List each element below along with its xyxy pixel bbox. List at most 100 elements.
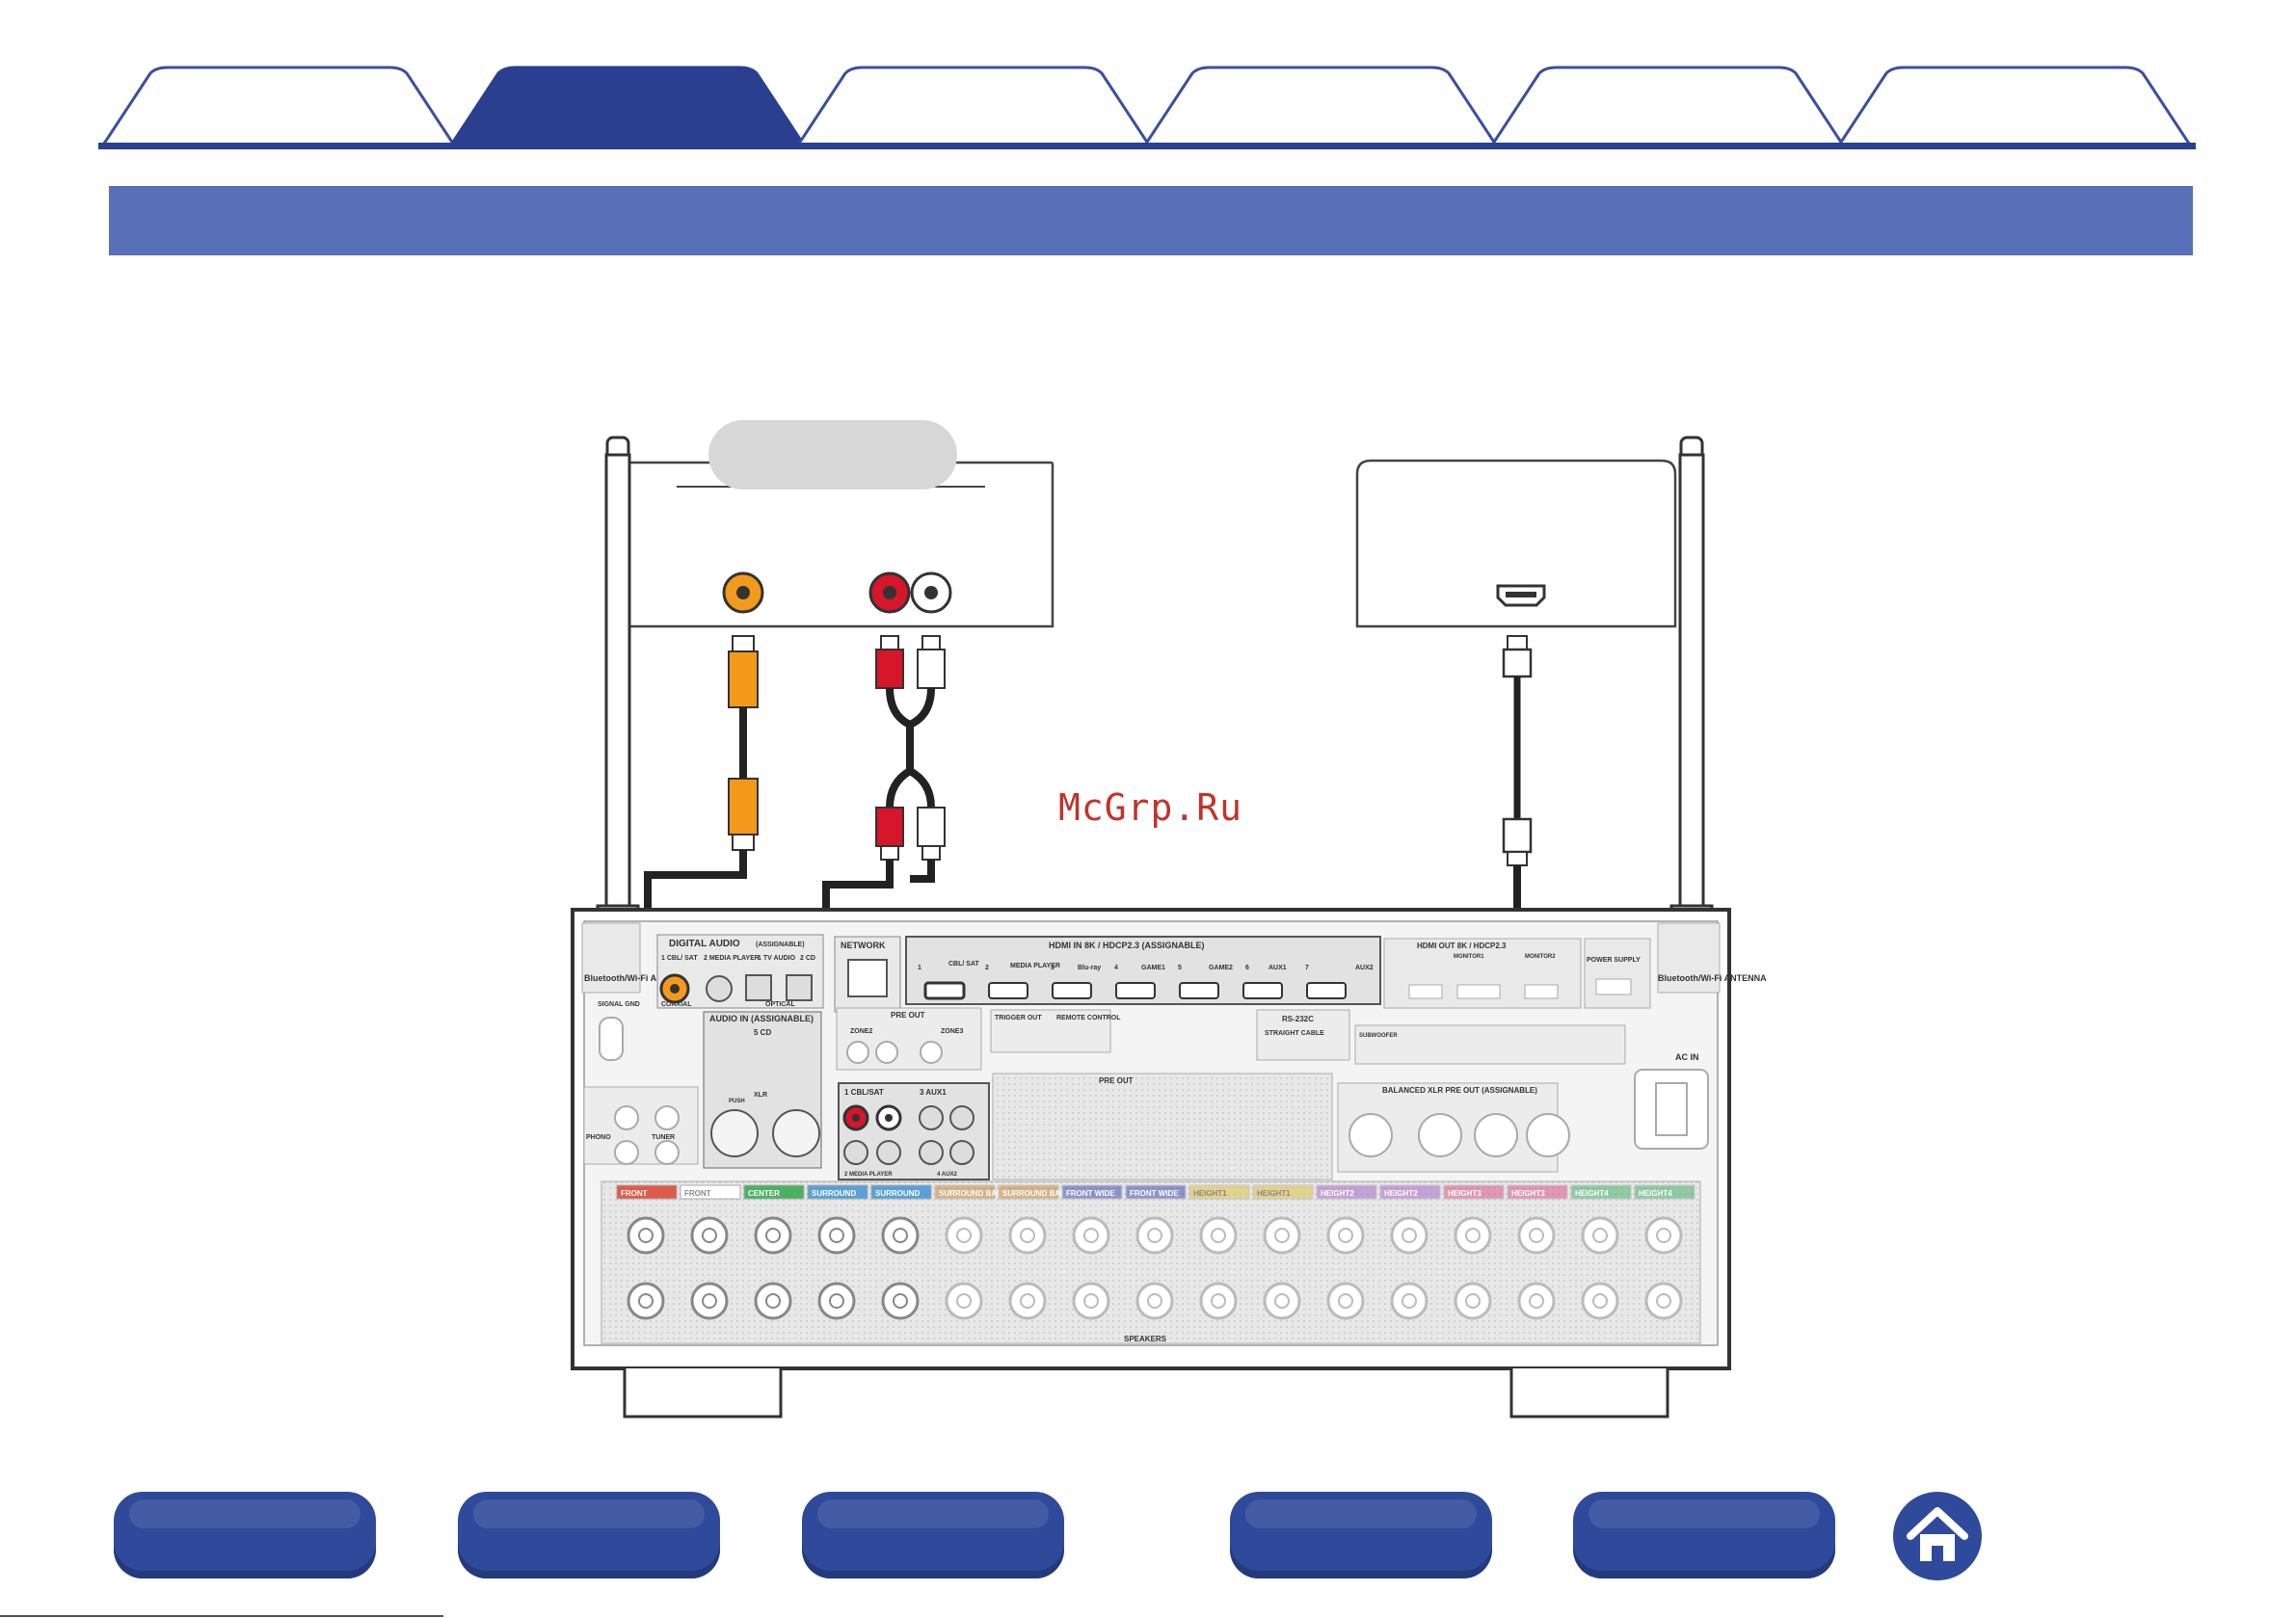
speaker-group-header [807, 1184, 868, 1200]
nav-button-5[interactable] [1573, 1492, 1835, 1578]
av-receiver-rear-panel: Bluetooth/Wi-Fi ANTENNA Bluetooth/Wi-Fi … [571, 908, 1767, 1370]
trigger-out-label: TRIGGER OUT [995, 1015, 1042, 1021]
nav-button-3[interactable] [802, 1492, 1064, 1578]
speaker-terminal-core [1274, 1228, 1290, 1243]
audio-in-1-label: 1 CBL/SAT [844, 1088, 884, 1097]
speaker-terminal-core [893, 1228, 908, 1243]
remote-control-label: REMOTE CONTROL [1056, 1015, 1121, 1021]
speaker-terminal-core [1338, 1293, 1353, 1309]
speaker-terminal-icon [881, 1282, 920, 1320]
digital-audio-label: DIGITAL AUDIO [669, 939, 740, 949]
hdmi-in-port-icon [1306, 982, 1347, 999]
speaker-terminal-core [829, 1228, 844, 1243]
tab-1[interactable] [100, 66, 457, 146]
optical-1-label: 1 TV AUDIO [758, 955, 796, 962]
speaker-terminal-icon [627, 1216, 665, 1255]
network-label: NETWORK [841, 941, 886, 950]
tab-3[interactable] [795, 66, 1152, 146]
speaker-group-label: SURROUND [875, 1189, 920, 1198]
hdmi-input-label: 4 [1114, 965, 1118, 971]
speaker-terminal-icon [690, 1216, 729, 1255]
hdmi-input-label: GAME2 [1209, 965, 1233, 971]
speaker-terminal-core [1592, 1228, 1608, 1243]
speaker-terminal-icon [1263, 1216, 1301, 1255]
hdmi-in-port-labels: 1 CBL/ SAT 2 MEDIA PLAYER 3 Blu-ray 4 GA… [918, 961, 1374, 971]
home-button[interactable] [1893, 1492, 1982, 1580]
speaker-terminal-core [702, 1228, 717, 1243]
tab-baseline [98, 143, 2196, 149]
hdmi-in-port-icon [923, 981, 966, 1000]
hdmi-input-label: 6 [1245, 965, 1249, 971]
hdmi-input-label: AUX1 [1268, 965, 1287, 971]
optical-in-1-icon [745, 974, 772, 1001]
xlr-in-l-jack-icon [772, 1109, 820, 1157]
tuner-label: TUNER [652, 1134, 675, 1141]
right-antenna-icon [1669, 436, 1714, 927]
speaker-terminal-core [1656, 1228, 1671, 1243]
tab-5[interactable] [1489, 66, 1846, 146]
subwoofer-label: SUBWOOFER [1359, 1033, 1398, 1039]
speaker-terminal-icon [1072, 1282, 1110, 1320]
speaker-group-label: HEIGHT1 [1193, 1189, 1227, 1198]
speaker-terminal-icon [1581, 1282, 1619, 1320]
right-foot [1509, 1368, 1669, 1419]
speaker-group-label: FRONT [684, 1189, 711, 1198]
network-port-icon [847, 959, 888, 997]
speaker-group-label: HEIGHT1 [1257, 1189, 1291, 1198]
nav-button-4[interactable] [1230, 1492, 1492, 1578]
speaker-terminal-core [1402, 1293, 1417, 1309]
speaker-terminal-icon [1263, 1282, 1301, 1320]
nav-button-1[interactable] [114, 1492, 376, 1578]
speaker-group-header [1507, 1184, 1568, 1200]
left-foot [623, 1368, 783, 1419]
tab-4[interactable] [1142, 66, 1499, 146]
speaker-terminal-icon [945, 1282, 983, 1320]
speaker-group-label: SURROUND [812, 1189, 856, 1198]
coaxial-1-label: 1 CBL/ SAT [661, 955, 698, 962]
digital-audio-assignable-label: (ASSIGNABLE) [756, 942, 805, 948]
speaker-terminal-icon [1326, 1216, 1365, 1255]
nav-button-2[interactable] [458, 1492, 720, 1578]
tab-2-active[interactable] [448, 66, 807, 146]
speakers-label: SPEAKERS [1124, 1335, 1167, 1343]
speaker-terminal-core [1465, 1228, 1481, 1243]
monitor1-label: MONITOR1 [1454, 954, 1484, 960]
audio-in-2-label: 2 MEDIA PLAYER [844, 1172, 893, 1178]
speaker-group-header [680, 1184, 741, 1200]
speaker-terminal-icon [690, 1282, 729, 1320]
speaker-terminal-icon [1390, 1216, 1428, 1255]
speaker-terminal-icon [754, 1216, 792, 1255]
bt-antenna-left-label: Bluetooth/Wi-Fi ANTENNA [584, 973, 693, 983]
optical-in-2-icon [786, 974, 813, 1001]
hdmi-input-label: AUX2 [1355, 965, 1374, 971]
speaker-group-header [616, 1184, 678, 1200]
tab-6-shape [1836, 66, 2193, 146]
speaker-terminal-core [1211, 1228, 1226, 1243]
speaker-terminal-core [1147, 1228, 1162, 1243]
speaker-terminal-icon [945, 1216, 983, 1255]
speaker-group-label: SURROUND BACK [1002, 1189, 1072, 1198]
speaker-group-header [1188, 1184, 1250, 1200]
hdmi-in-label: HDMI IN 8K / HDCP2.3 (ASSIGNABLE) [1049, 941, 1205, 950]
speaker-terminal-core [956, 1228, 972, 1243]
speaker-group-header [1061, 1184, 1123, 1200]
push-label: PUSH [729, 1099, 745, 1104]
speaker-terminal-icon [1517, 1216, 1556, 1255]
speaker-terminal-core [829, 1293, 844, 1309]
speaker-group-header [934, 1184, 996, 1200]
speaker-terminal-core [1529, 1293, 1544, 1309]
phono-label: PHONO [586, 1134, 611, 1141]
speaker-group-label: FRONT WIDE [1066, 1189, 1115, 1198]
speaker-terminal-icon [1454, 1282, 1492, 1320]
hdmi-input-label: 2 [985, 965, 989, 971]
speaker-terminal-core [1211, 1293, 1226, 1309]
zone3-label: ZONE3 [941, 1028, 963, 1035]
tab-6[interactable] [1836, 66, 2193, 146]
ac-inlet-icon [1655, 1082, 1688, 1136]
section-title-bar [109, 186, 2193, 255]
bt-antenna-right-label: Bluetooth/Wi-Fi ANTENNA [1658, 973, 1767, 983]
rs232c-label: RS-232C [1282, 1015, 1314, 1023]
optical-2-label: 2 CD [800, 955, 815, 962]
speaker-group-label: CENTER [748, 1189, 780, 1198]
hdmi-in-port-icon [1242, 982, 1283, 999]
